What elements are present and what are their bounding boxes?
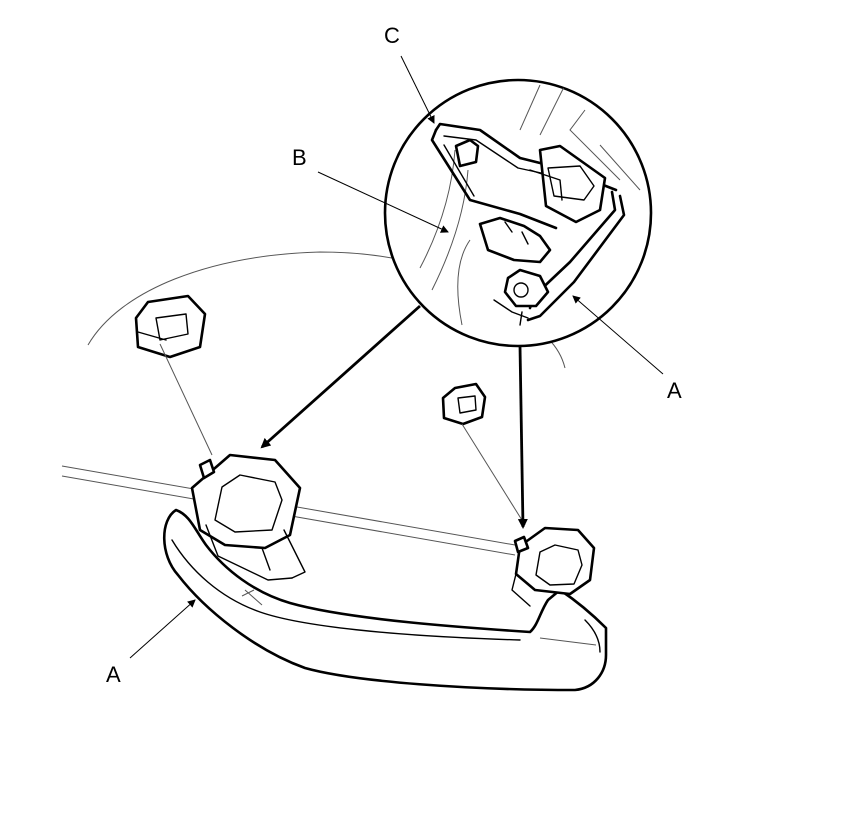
assembly-arrows: [260, 304, 528, 529]
left-mounting-clip: [134, 294, 213, 456]
callout-a-handle: A: [106, 662, 121, 687]
leader-lines: [129, 55, 664, 659]
callout-c: C: [384, 23, 400, 48]
right-mounting-clip: [441, 382, 526, 526]
right-end-cap: [511, 526, 596, 607]
callout-a-detail: A: [667, 378, 682, 403]
callout-b: B: [292, 145, 307, 170]
detail-view: [383, 78, 653, 348]
grab-handle: [163, 508, 608, 692]
left-end-cap: [190, 453, 306, 581]
